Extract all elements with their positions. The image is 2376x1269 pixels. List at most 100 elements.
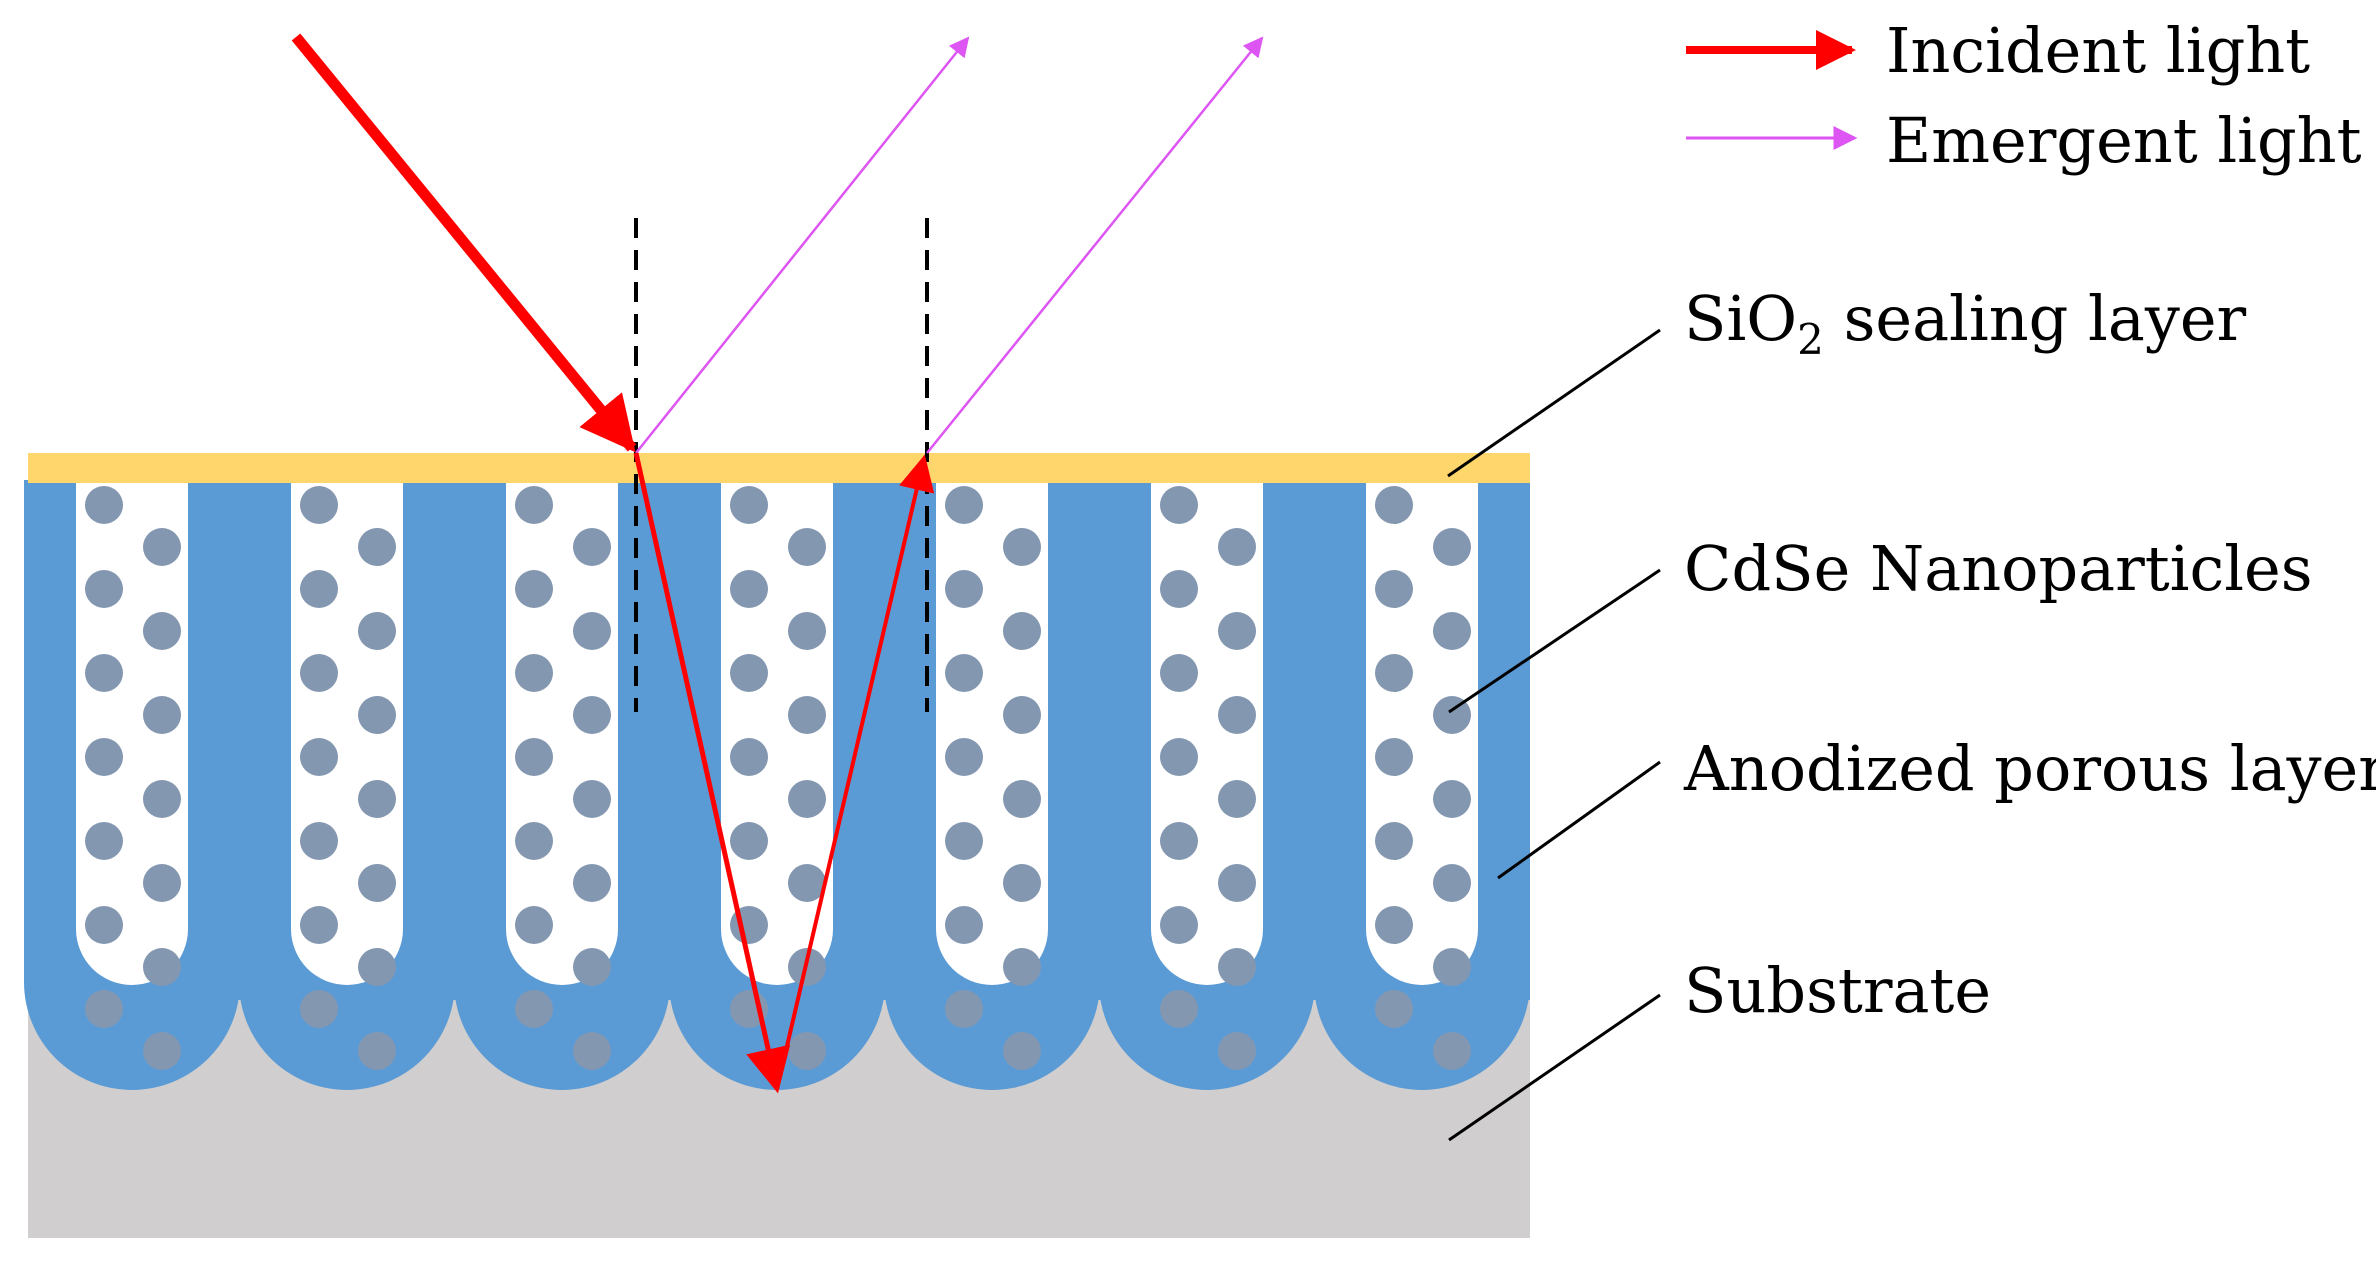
callout-leader-nanoparticles (1448, 568, 1661, 714)
cdse-nanoparticle (143, 864, 181, 902)
label-cdse-nanoparticles: CdSe Nanoparticles (1684, 532, 2313, 605)
cdse-nanoparticle (85, 822, 123, 860)
cdse-nanoparticle (515, 906, 553, 944)
cdse-nanoparticle (573, 948, 611, 986)
cdse-nanoparticle (300, 486, 338, 524)
cdse-nanoparticle (788, 864, 826, 902)
label-substrate: Substrate (1684, 954, 1991, 1027)
cdse-nanoparticle (1003, 948, 1041, 986)
cdse-nanoparticle (573, 780, 611, 818)
cdse-nanoparticle (143, 780, 181, 818)
cdse-nanoparticle (358, 696, 396, 734)
cdse-nanoparticle (1160, 822, 1198, 860)
cdse-nanoparticle (85, 906, 123, 944)
cdse-nanoparticle (515, 822, 553, 860)
cdse-nanoparticle (85, 570, 123, 608)
cdse-nanoparticle (515, 990, 553, 1028)
emergent-ray-right (926, 36, 1264, 454)
cdse-nanoparticle (85, 486, 123, 524)
cdse-nanoparticle (1160, 654, 1198, 692)
cdse-nanoparticle (85, 654, 123, 692)
cdse-nanoparticle (1433, 528, 1471, 566)
cdse-nanoparticle (1003, 528, 1041, 566)
cdse-nanoparticle (515, 486, 553, 524)
cdse-nanoparticle (573, 528, 611, 566)
callout-leader-sealing (1447, 328, 1661, 478)
cdse-nanoparticle (1433, 780, 1471, 818)
callouts: SiO2 sealing layer CdSe Nanoparticles An… (1447, 282, 2376, 1142)
cdse-nanoparticle (788, 612, 826, 650)
cdse-nanoparticle (300, 570, 338, 608)
cdse-nanoparticle (945, 990, 983, 1028)
cdse-nanoparticle (143, 612, 181, 650)
cdse-nanoparticle (1003, 1032, 1041, 1070)
pores (76, 480, 1478, 1070)
cdse-nanoparticle (1375, 906, 1413, 944)
cdse-nanoparticle (1375, 570, 1413, 608)
emergent-ray-left (635, 36, 970, 454)
cdse-nanoparticle (573, 696, 611, 734)
cdse-nanoparticle (85, 990, 123, 1028)
cdse-nanoparticle (1218, 1032, 1256, 1070)
cdse-nanoparticle (788, 528, 826, 566)
legend-emergent-label: Emergent light (1886, 104, 2362, 177)
cdse-nanoparticle (730, 486, 768, 524)
cdse-nanoparticle (143, 528, 181, 566)
cdse-nanoparticle (945, 822, 983, 860)
cdse-nanoparticle (788, 780, 826, 818)
cdse-nanoparticle (1218, 864, 1256, 902)
cdse-nanoparticle (1433, 1032, 1471, 1070)
cdse-nanoparticle (1375, 822, 1413, 860)
cdse-nanoparticle (358, 780, 396, 818)
cdse-nanoparticle (143, 1032, 181, 1070)
cdse-nanoparticle (1160, 990, 1198, 1028)
cdse-nanoparticle (1003, 612, 1041, 650)
cdse-nanoparticle (788, 696, 826, 734)
label-sio2-sealing-layer: SiO2 sealing layer (1684, 282, 2247, 364)
cdse-nanoparticle (945, 570, 983, 608)
cdse-nanoparticle (358, 948, 396, 986)
legend: Incident light Emergent light (1686, 14, 2362, 177)
cdse-nanoparticle (945, 906, 983, 944)
cdse-nanoparticle (730, 822, 768, 860)
cdse-nanoparticle (945, 654, 983, 692)
cdse-nanoparticle (1003, 864, 1041, 902)
cdse-nanoparticle (515, 738, 553, 776)
cdse-nanoparticle (1433, 864, 1471, 902)
reflected-ray-up (775, 454, 935, 1090)
cdse-nanoparticle (300, 906, 338, 944)
cdse-nanoparticle (1375, 738, 1413, 776)
cdse-nanoparticle (1433, 948, 1471, 986)
cdse-nanoparticle (143, 696, 181, 734)
cdse-nanoparticle (788, 1032, 826, 1070)
cdse-nanoparticle (515, 570, 553, 608)
callout-leader-substrate (1448, 993, 1661, 1142)
cdse-nanoparticle (1160, 738, 1198, 776)
cdse-nanoparticle (358, 528, 396, 566)
cdse-nanoparticle (1218, 612, 1256, 650)
cdse-nanoparticle (730, 654, 768, 692)
cdse-nanoparticle (1375, 654, 1413, 692)
cdse-nanoparticle (1433, 612, 1471, 650)
cdse-nanoparticle (1433, 696, 1471, 734)
cdse-nanoparticle (1375, 486, 1413, 524)
legend-incident-label: Incident light (1886, 14, 2310, 87)
cdse-nanoparticle (730, 570, 768, 608)
cdse-nanoparticle (945, 486, 983, 524)
cdse-nanoparticle (85, 738, 123, 776)
cdse-nanoparticle (945, 738, 983, 776)
cdse-nanoparticle (1218, 528, 1256, 566)
cdse-nanoparticle (358, 612, 396, 650)
refracted-ray-down (633, 452, 791, 1094)
callout-leader-porous (1497, 760, 1661, 880)
cdse-nanoparticle (1003, 780, 1041, 818)
cdse-nanoparticle (573, 612, 611, 650)
cdse-nanoparticle (300, 654, 338, 692)
label-anodized-porous-layer: Anodized porous layer (1683, 732, 2376, 805)
cdse-nanoparticle (143, 948, 181, 986)
cdse-nanoparticle (1218, 948, 1256, 986)
cdse-nanoparticle (358, 864, 396, 902)
cdse-nanoparticle (515, 654, 553, 692)
cdse-nanoparticle (1218, 696, 1256, 734)
